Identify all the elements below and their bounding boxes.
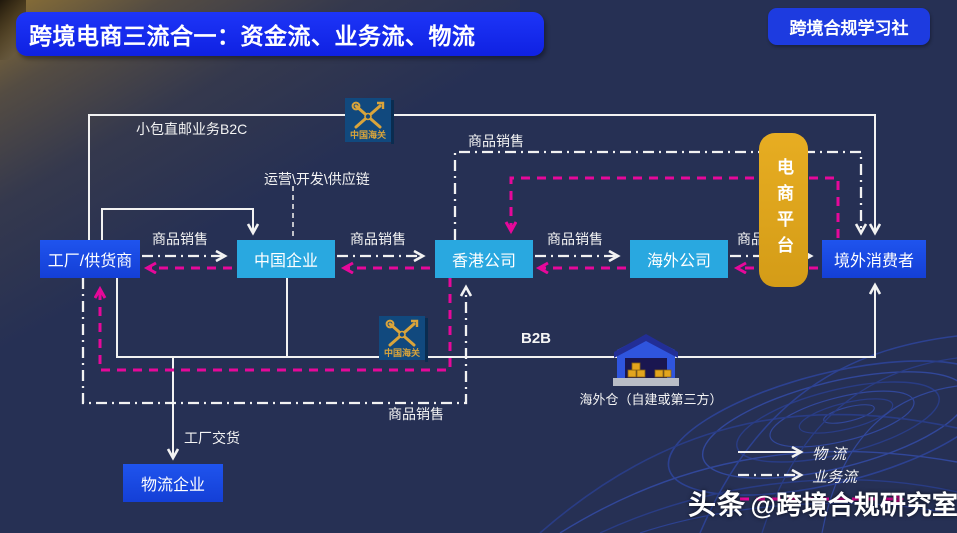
legend-business-label: 业务流	[812, 469, 858, 486]
node-china-company: 中国企业	[237, 240, 335, 278]
customs-icon-top-label: 中国海关	[350, 129, 386, 140]
warehouse-icon	[613, 334, 679, 386]
node-overseas-consumer: 境外消费者	[822, 240, 926, 278]
watermark-brand: 头条	[688, 489, 747, 520]
label-factory-delivery: 工厂交货	[184, 430, 240, 446]
node-ecommerce-platform: 电商平台	[759, 133, 808, 287]
node-hongkong-company: 香港公司	[435, 240, 533, 278]
watermark-handle: @跨境合规研究室	[750, 490, 957, 520]
node-factory-supplier: 工厂/供货商	[40, 240, 140, 278]
label-goods-sale-1: 商品销售	[152, 231, 208, 247]
community-badge: 跨境合规学习社	[768, 8, 930, 45]
node-overseas-company: 海外公司	[630, 240, 728, 278]
label-overseas-warehouse: 海外仓（自建或第三方）	[579, 392, 723, 407]
business-flow-lines	[81, 150, 861, 475]
label-goods-sale-top: 商品销售	[468, 133, 524, 149]
customs-icon-top: 中国海关	[345, 98, 394, 144]
node-logistics-company: 物流企业	[123, 464, 223, 502]
community-badge-text: 跨境合规学习社	[789, 19, 909, 38]
biz-top-route	[453, 150, 861, 240]
legend-logistics-label: 物 流	[812, 446, 847, 463]
label-b2b: B2B	[521, 330, 552, 347]
slide-title: 跨境电商三流合一：资金流、业务流、物流	[16, 12, 544, 56]
label-goods-sale-3: 商品销售	[547, 231, 603, 247]
logistics-flow-lines	[88, 114, 875, 457]
slide-title-text: 跨境电商三流合一：资金流、业务流、物流	[29, 23, 476, 49]
watermark: 头条 @跨境合规研究室	[688, 483, 957, 523]
flow-b2b-route	[116, 278, 875, 358]
swirl-decor	[539, 335, 957, 533]
label-b2c: 小包直邮业务B2C	[136, 121, 248, 137]
customs-icon-bottom-label: 中国海关	[384, 347, 420, 358]
label-goods-sale-bottom: 商品销售	[388, 406, 444, 422]
label-ops-chain: 运营\开发\供应链	[264, 171, 370, 187]
label-goods-sale-2: 商品销售	[350, 231, 406, 247]
customs-icon-bottom: 中国海关	[379, 316, 428, 362]
